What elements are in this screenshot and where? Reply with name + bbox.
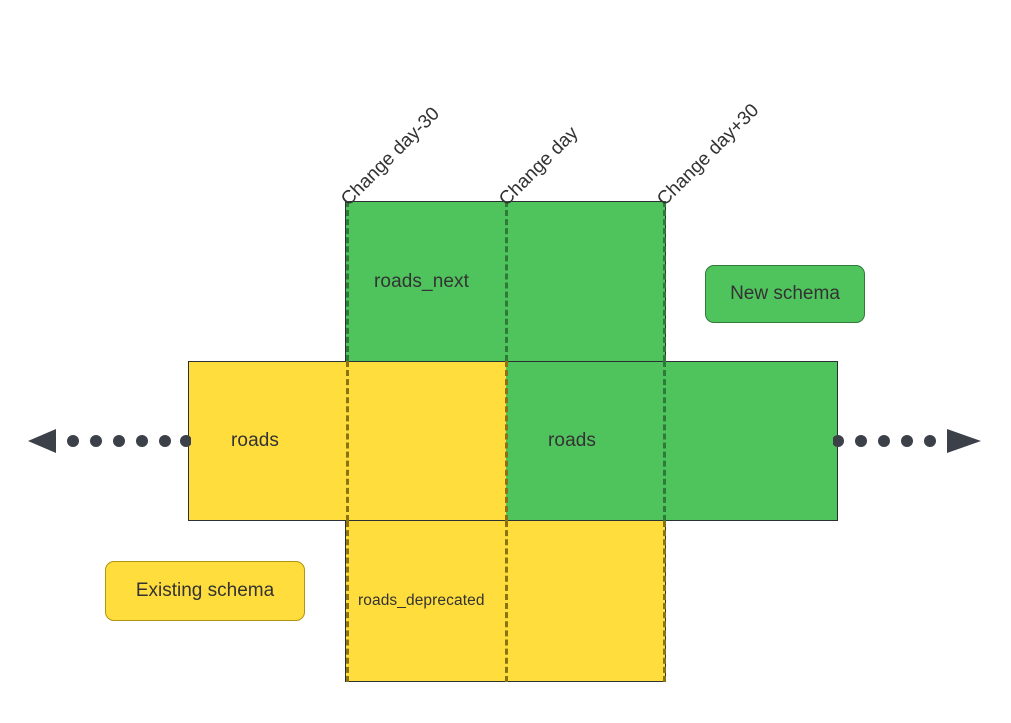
tick-change-day-minus-30-lower	[346, 521, 349, 682]
tick-caption-change-day: Change day	[495, 122, 583, 211]
legend-new-schema[interactable]: New schema	[705, 265, 865, 323]
legend-new-schema-label: New schema	[730, 283, 840, 304]
tick-change-day-middle	[505, 361, 508, 521]
tick-change-day-minus-30-upper	[346, 201, 349, 361]
tick-change-day-minus-30-middle	[346, 361, 349, 521]
band-label-roads-next: roads_next	[374, 270, 470, 292]
legend-existing-schema[interactable]: Existing schema	[105, 561, 305, 621]
band-label-roads-deprecated: roads_deprecated	[358, 592, 485, 609]
timeline-arrow-right	[833, 428, 983, 454]
timeline-arrow-left	[26, 428, 191, 454]
tick-change-day-plus-30-middle	[663, 361, 666, 521]
tick-change-day-plus-30-lower	[663, 521, 666, 682]
band-roads-new[interactable]: roads	[506, 361, 838, 521]
band-label-roads-existing: roads	[231, 430, 280, 451]
legend-existing-schema-label: Existing schema	[135, 580, 275, 601]
band-label-roads-new: roads	[548, 430, 597, 451]
tick-change-day-upper	[505, 201, 508, 361]
tick-change-day-lower	[505, 521, 508, 682]
tick-caption-change-day-minus-30: Change day-30	[337, 103, 444, 211]
tick-change-day-plus-30-upper	[663, 201, 666, 361]
tick-caption-change-day-plus-30: Change day+30	[653, 99, 764, 211]
